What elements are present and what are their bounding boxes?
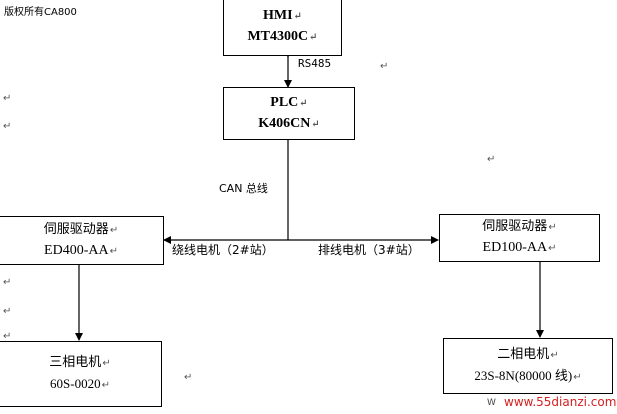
left-station-label: 绕线电机（2#站） bbox=[172, 243, 274, 257]
paragraph-mark: ↵ bbox=[380, 61, 389, 72]
motor-left-label: 三相电机 bbox=[49, 354, 102, 370]
paragraph-mark: ↵ bbox=[184, 372, 193, 383]
paragraph-mark: ↵ bbox=[3, 306, 12, 317]
motor-right-model: 23S-8N(80000 线) bbox=[474, 367, 573, 383]
servo-left-model: ED400-AA bbox=[44, 242, 109, 258]
motor-right: 二相电机↵ 23S-8N(80000 线)↵ bbox=[443, 338, 613, 394]
rs485-label: RS485 bbox=[298, 57, 332, 70]
watermark-prefix: W bbox=[487, 398, 496, 408]
motor-left-model: 60S-0020 bbox=[50, 375, 101, 391]
paragraph-mark: ↵ bbox=[3, 331, 12, 342]
servo-drive-right: 伺服驱动器↵ ED100-AA↵ bbox=[439, 214, 600, 262]
watermark: www.55dianzi.com bbox=[504, 395, 617, 409]
paragraph-mark: ↵ bbox=[3, 121, 12, 132]
motor-right-label: 二相电机 bbox=[497, 346, 550, 362]
copyright-text: 版权所有CA800 bbox=[4, 7, 77, 18]
servo-drive-left: 伺服驱动器↵ ED400-AA↵ bbox=[0, 216, 164, 265]
hmi-label: HMI bbox=[263, 8, 293, 23]
hmi-model: MT4300C bbox=[247, 29, 309, 44]
servo-right-label: 伺服驱动器 bbox=[482, 219, 548, 234]
servo-right-model: ED100-AA bbox=[482, 240, 548, 255]
motor-left: 三相电机↵ 60S-0020↵ bbox=[0, 341, 162, 407]
paragraph-mark: ↵ bbox=[487, 154, 496, 165]
servo-left-label: 伺服驱动器 bbox=[43, 221, 109, 237]
right-station-label: 排线电机（3#站） bbox=[318, 243, 420, 257]
paragraph-mark: ↵ bbox=[3, 277, 12, 288]
paragraph-mark: ↵ bbox=[3, 93, 12, 104]
hmi-box: HMI↵ MT4300C↵ bbox=[223, 0, 342, 56]
plc-box: PLC↵ K406CN↵ bbox=[223, 87, 355, 140]
plc-model: K406CN bbox=[258, 115, 311, 131]
can-bus-label: CAN 总线 bbox=[219, 182, 268, 195]
plc-label: PLC bbox=[270, 94, 299, 110]
